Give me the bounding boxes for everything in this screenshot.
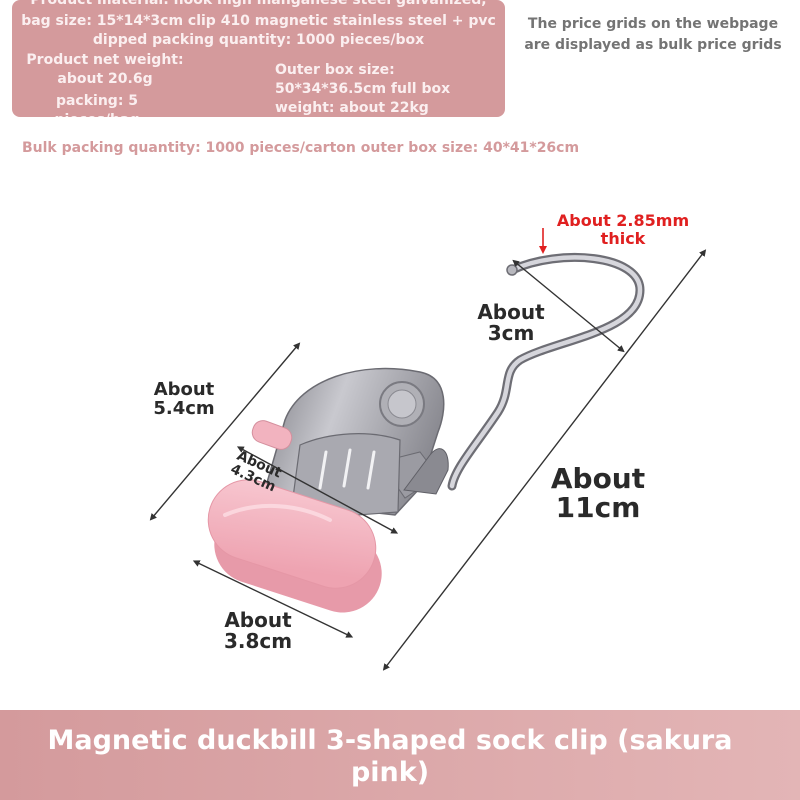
sock-clip-illustration [149, 228, 707, 671]
hook-width-label: About 3cm [477, 300, 545, 345]
spec-packing-qty-line: dipped packing quantity: 1000 pieces/box [92, 32, 425, 48]
bulk-packing-note: Bulk packing quantity: 1000 pieces/carto… [22, 140, 580, 156]
spec-outer-box: Outer box size: 50*34*36.5cm full box we… [275, 62, 451, 116]
dimension-line-total-length [382, 249, 707, 671]
dimension-line-jaw-width [192, 560, 354, 638]
spec-net-weight: Product net weight: about 20.6g [26, 52, 184, 87]
total-length-label: About 11cm [550, 462, 646, 525]
jaw-width-label: About 3.8cm [223, 608, 293, 653]
spec-packing: packing: 5 pieces/bag [54, 93, 139, 117]
product-caption: Magnetic duckbill 3-shaped sock clip (sa… [47, 725, 733, 788]
dimension-line-clip-length [149, 342, 301, 521]
spec-bag-size-line: bag size: 15*14*3cm clip 410 magnetic st… [21, 13, 496, 29]
spec-box: Product material: hook high manganese st… [12, 0, 505, 117]
thickness-label: About 2.85mm thick [556, 211, 690, 248]
price-grid-note: The price grids on the webpage are displ… [524, 16, 782, 53]
caption-banner: Magnetic duckbill 3-shaped sock clip (sa… [0, 710, 800, 800]
spec-material-line: Product material: hook high manganese st… [30, 0, 487, 8]
dimension-line-clip-width [236, 446, 399, 534]
clip-length-label: About 5.4cm [153, 379, 215, 419]
